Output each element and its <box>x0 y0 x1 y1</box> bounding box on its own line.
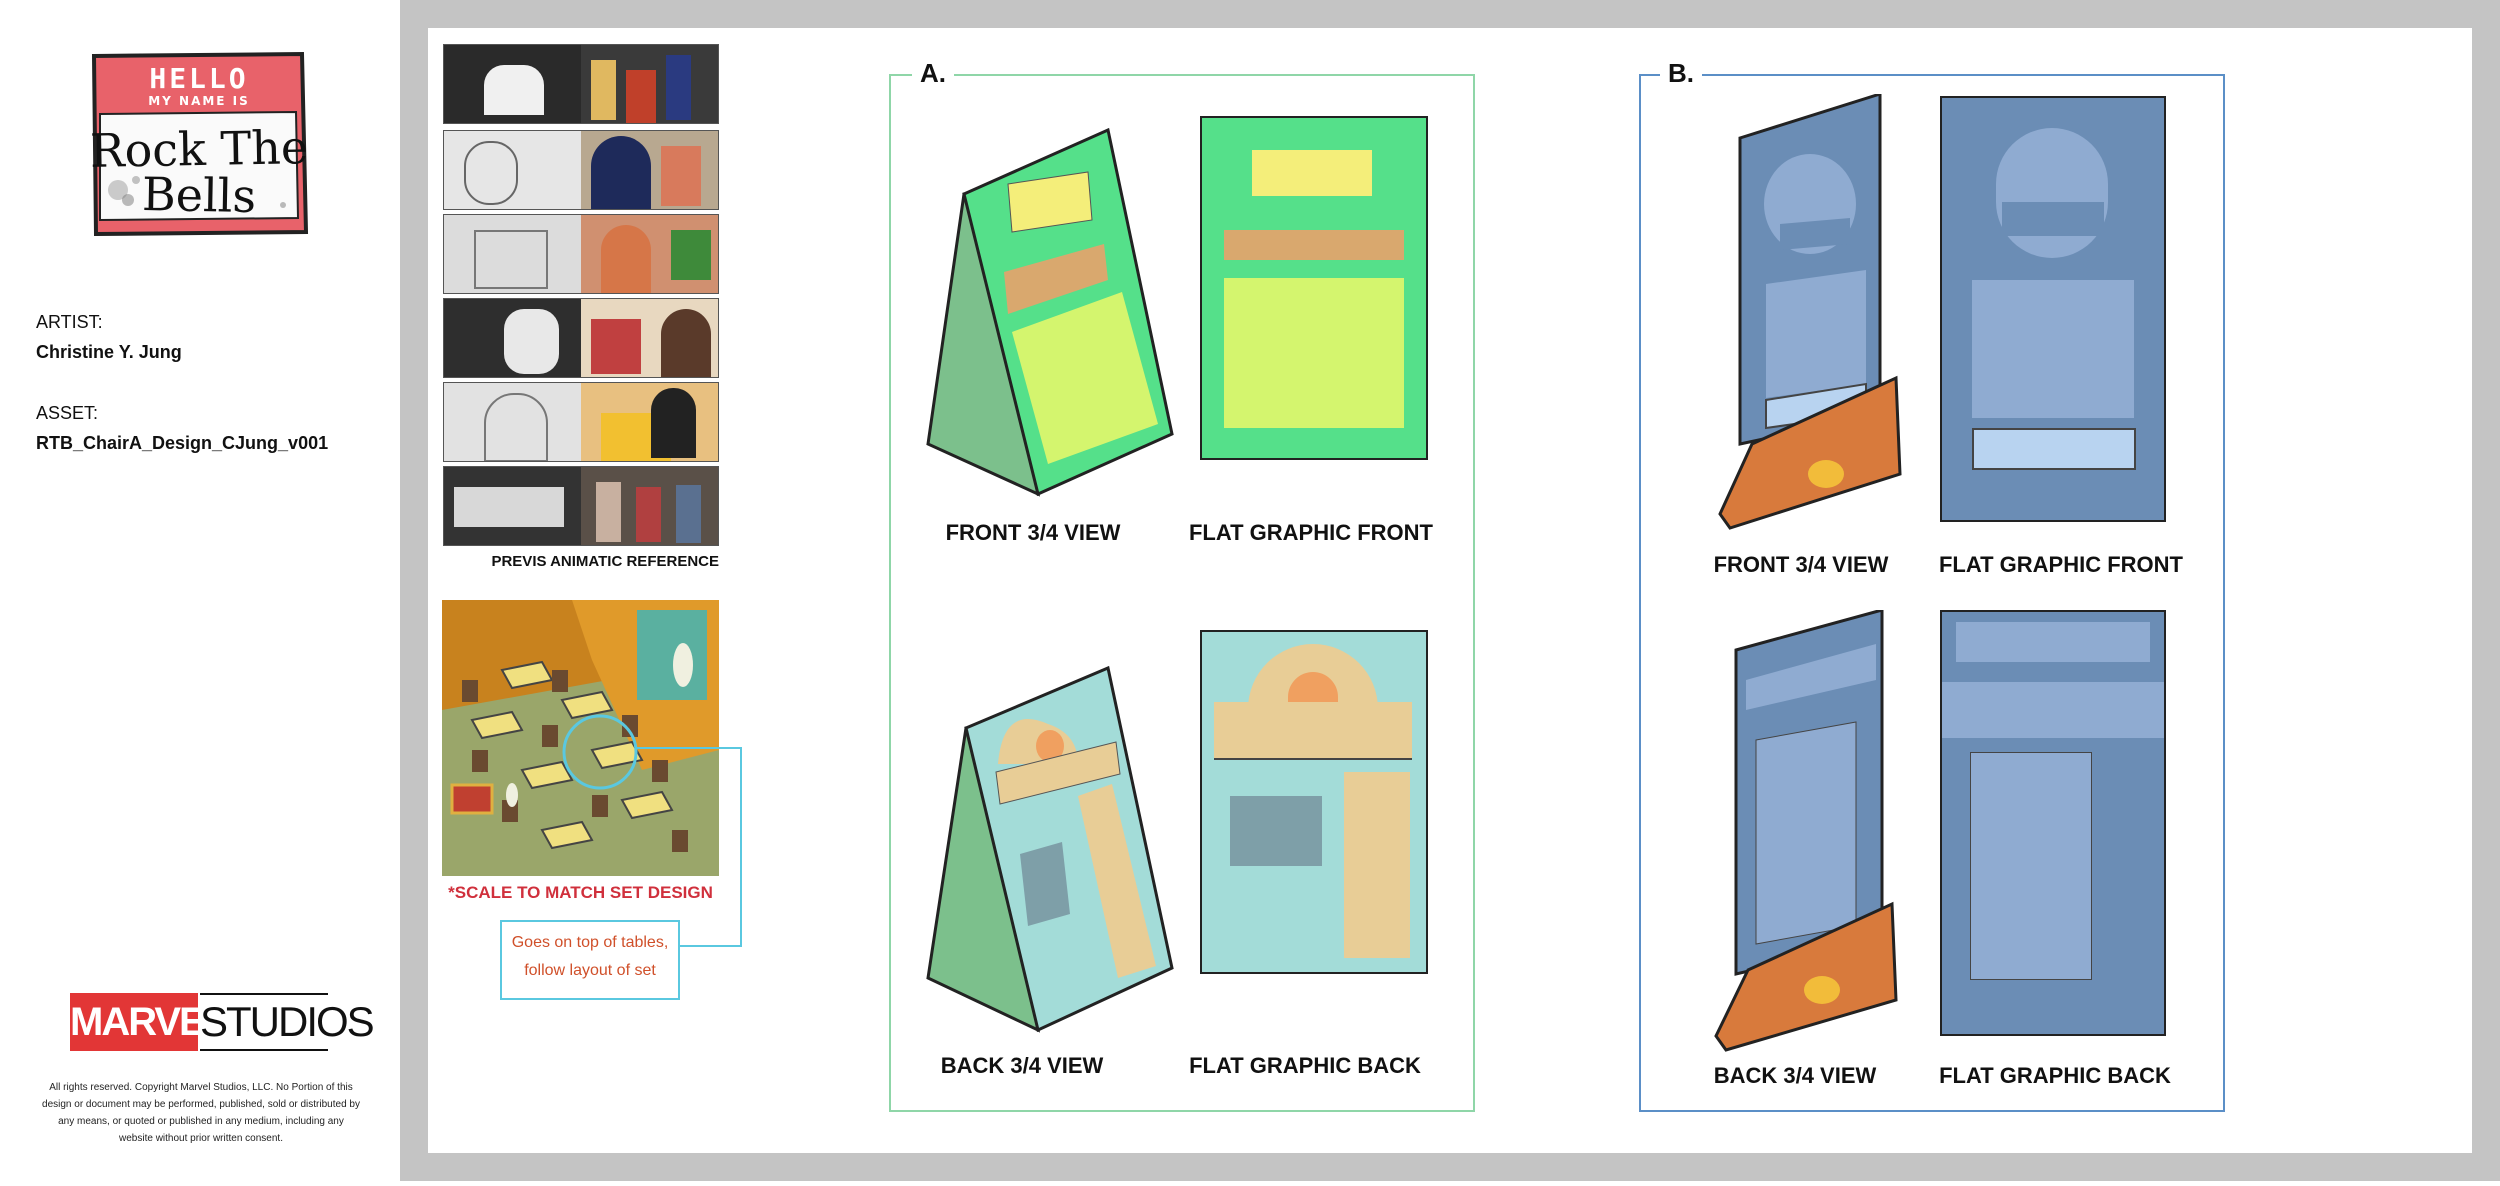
callout-line-2: follow layout of set <box>524 962 656 979</box>
section-b-frame <box>1639 74 2225 1112</box>
a-front-34-caption: FRONT 3/4 VIEW <box>945 520 1121 545</box>
studios-wordmark: STUDIOS <box>200 993 375 1051</box>
nametag-line-2: Bells <box>141 167 257 223</box>
b-flat-front-caption: FLAT GRAPHIC FRONT <box>1938 552 2183 577</box>
previs-frame <box>443 298 719 378</box>
b-front-34-illustration <box>1710 91 1920 544</box>
asset-label: ASSET: <box>36 403 99 423</box>
nametag-hello: HELLO <box>149 62 249 95</box>
artist-value: Christine Y. Jung <box>36 342 182 362</box>
b-front-34-caption: FRONT 3/4 VIEW <box>1713 552 1889 577</box>
b-flat-front-illustration <box>1940 96 2166 522</box>
previs-frame <box>443 130 719 210</box>
previs-frame <box>443 44 719 124</box>
b-flat-back-caption: FLAT GRAPHIC BACK <box>1939 1063 2171 1088</box>
scale-note: *SCALE TO MATCH SET DESIGN <box>448 883 713 902</box>
callout-box: Goes on top of tables, follow layout of … <box>500 920 680 1000</box>
asset-value: RTB_ChairA_Design_CJung_v001 <box>36 433 329 453</box>
artist-label: ARTIST: <box>36 312 103 332</box>
info-panel: HELLO MY NAME IS Rock The Bells ARTIST: … <box>0 0 400 1181</box>
section-a-letter: A. <box>912 58 954 89</box>
callout-line-1: Goes on top of tables, <box>511 934 669 951</box>
previs-frame <box>443 214 719 294</box>
a-front-34-illustration <box>908 124 1178 504</box>
copyright-notice: All rights reserved. Copyright Marvel St… <box>42 1082 360 1144</box>
previs-frame <box>443 382 719 462</box>
previs-caption: PREVIS ANIMATIC REFERENCE <box>491 553 719 570</box>
show-logo-nametag: HELLO MY NAME IS Rock The Bells <box>88 50 310 237</box>
b-back-34-illustration <box>1706 608 1916 1060</box>
previs-frame <box>443 466 719 546</box>
section-b-letter: B. <box>1660 58 1702 89</box>
a-flat-back-caption: FLAT GRAPHIC BACK <box>1189 1053 1421 1078</box>
set-design-reference-image <box>442 600 719 876</box>
a-flat-front-illustration <box>1200 116 1428 460</box>
a-flat-back-illustration <box>1200 630 1428 974</box>
a-back-34-illustration <box>908 664 1178 1034</box>
a-flat-front-caption: FLAT GRAPHIC FRONT <box>1188 520 1433 545</box>
b-flat-back-illustration <box>1940 610 2166 1036</box>
marvel-wordmark: MARVEL <box>70 993 228 1051</box>
b-back-34-caption: BACK 3/4 VIEW <box>1713 1063 1877 1088</box>
a-back-34-caption: BACK 3/4 VIEW <box>940 1053 1104 1078</box>
section-a-frame <box>889 74 1475 1112</box>
nametag-my-name-is: MY NAME IS <box>148 94 250 108</box>
marvel-studios-logo: MARVEL STUDIOS <box>70 993 375 1051</box>
